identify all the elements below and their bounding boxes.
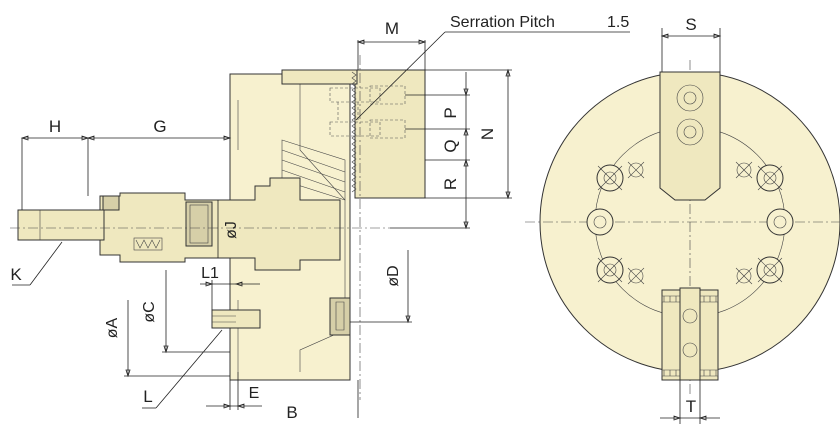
front-view xyxy=(525,28,840,424)
label-l1: L1 xyxy=(201,265,219,282)
spring xyxy=(135,239,161,249)
body-wedge xyxy=(281,139,346,201)
plunger xyxy=(99,177,341,271)
jaw-bolts xyxy=(329,85,406,139)
draw-nut xyxy=(185,201,213,247)
label-s: S xyxy=(685,15,696,34)
labels: H G M Serration Pitch 1.5 S N P Q R øJ K… xyxy=(10,14,696,422)
label-r: R xyxy=(441,178,460,190)
mounting-bolts xyxy=(586,161,794,285)
draw-nut-inner xyxy=(189,204,209,244)
body-wedge-2 xyxy=(281,149,346,193)
label-p: P xyxy=(441,107,460,118)
label-d: øD xyxy=(385,265,402,286)
label-m: M xyxy=(385,19,399,38)
label-e: E xyxy=(249,385,260,402)
label-serration-value: 1.5 xyxy=(607,14,629,31)
label-k: K xyxy=(10,265,22,284)
label-serration: Serration Pitch xyxy=(450,14,555,31)
label-h: H xyxy=(49,117,61,136)
label-j: øJ xyxy=(223,221,240,239)
mount-bolt xyxy=(211,309,261,329)
label-g: G xyxy=(153,117,166,136)
label-c: øC xyxy=(141,301,158,322)
top-jaw-step xyxy=(281,69,358,85)
draw-tube xyxy=(17,209,105,241)
side-view xyxy=(10,55,426,400)
label-a: øA xyxy=(104,317,121,338)
front-top-jaw xyxy=(659,71,721,201)
label-n: N xyxy=(478,128,497,140)
mount-bolt-head xyxy=(329,297,351,336)
set-screw xyxy=(102,195,120,211)
label-l: L xyxy=(143,387,152,406)
label-t: T xyxy=(686,397,696,416)
label-b: B xyxy=(286,403,297,422)
serration-teeth xyxy=(351,71,357,193)
top-jaw xyxy=(354,69,426,199)
side-dimensions xyxy=(12,31,630,418)
label-q: Q xyxy=(441,139,460,152)
